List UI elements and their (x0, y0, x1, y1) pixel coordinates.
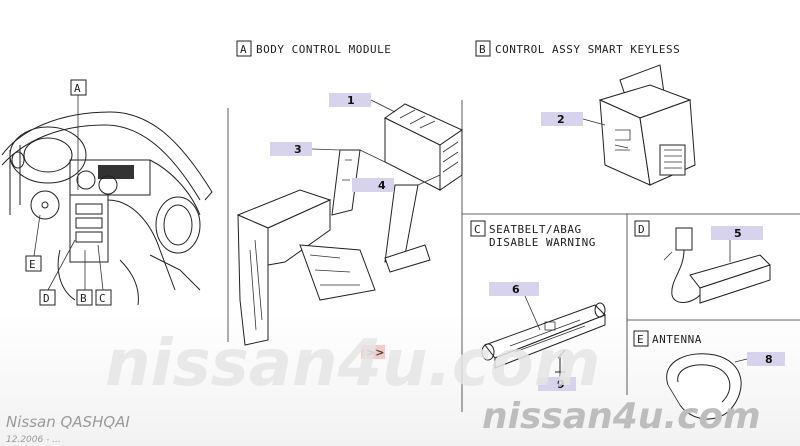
part-label-9: 9 (538, 372, 576, 391)
section-a-title: A BODY CONTROL MODULE (236, 40, 391, 57)
part-label-6: 6 (489, 282, 541, 331)
callout-d-box (39, 289, 56, 306)
watermark-bottom-right: nissan4u.com (482, 396, 761, 437)
svg-text:E: E (29, 258, 36, 271)
warning-lamp-drawing (481, 302, 606, 373)
callout-c-box (95, 289, 112, 306)
svg-text:4: 4 (378, 179, 386, 192)
svg-text:BODY CONTROL MODULE: BODY CONTROL MODULE (256, 43, 391, 56)
svg-text:A: A (240, 43, 247, 56)
svg-text:E: E (637, 333, 644, 346)
svg-text:6: 6 (512, 283, 520, 296)
svg-text:>>: >> (366, 346, 384, 359)
part-label-4: 4 (352, 178, 394, 192)
svg-text:1: 1 (347, 94, 355, 107)
svg-text:2: 2 (557, 113, 565, 126)
next-page-marker[interactable]: >> (361, 345, 385, 359)
svg-text:CONTROL ASSY SMART KEYLESS: CONTROL ASSY SMART KEYLESS (495, 43, 680, 56)
section-c-title: C SEATBELT/ABAG DISABLE WARNING (470, 220, 596, 249)
section-e-title: E ANTENNA (633, 330, 702, 347)
svg-text:C: C (99, 292, 106, 305)
part-label-1: 1 (329, 93, 396, 113)
antenna-ring-drawing (666, 353, 742, 429)
svg-text:D: D (43, 292, 50, 305)
part-label-8: 8 (734, 352, 785, 366)
svg-text:C: C (474, 223, 481, 236)
svg-text:5: 5 (734, 227, 742, 240)
part-label-2: 2 (541, 112, 606, 126)
smart-keyless-unit-drawing (598, 64, 696, 186)
body-control-module-drawing (236, 103, 464, 346)
callout-e-box (25, 255, 42, 272)
svg-text:8: 8 (765, 353, 773, 366)
svg-text:A: A (74, 82, 81, 95)
svg-text:SEATBELT/ABAG: SEATBELT/ABAG (489, 223, 582, 236)
section-b-title: B CONTROL ASSY SMART KEYLESS (475, 40, 680, 57)
svg-text:9: 9 (557, 378, 565, 391)
watermark-center: nissan4u.com (105, 327, 600, 401)
dashboard-callouts: A E D B C (25, 79, 112, 306)
footer-model: Nissan QASHQAI (6, 413, 130, 431)
svg-text:3: 3 (294, 143, 302, 156)
svg-text:D: D (638, 223, 645, 236)
footer-date: 12.2006 - ... (6, 435, 61, 445)
part-label-5: 5 (711, 226, 763, 262)
interior-antenna-drawing (663, 227, 771, 304)
svg-text:DISABLE WARNING: DISABLE WARNING (489, 236, 596, 249)
svg-text:ANTENNA: ANTENNA (652, 333, 702, 346)
callout-b-box (76, 289, 93, 306)
svg-text:B: B (479, 43, 486, 56)
callout-a-box (70, 79, 87, 96)
svg-text:B: B (80, 292, 87, 305)
dashboard-illustration (1, 111, 213, 306)
part-label-3: 3 (270, 142, 341, 156)
section-d-title: D (634, 220, 650, 237)
